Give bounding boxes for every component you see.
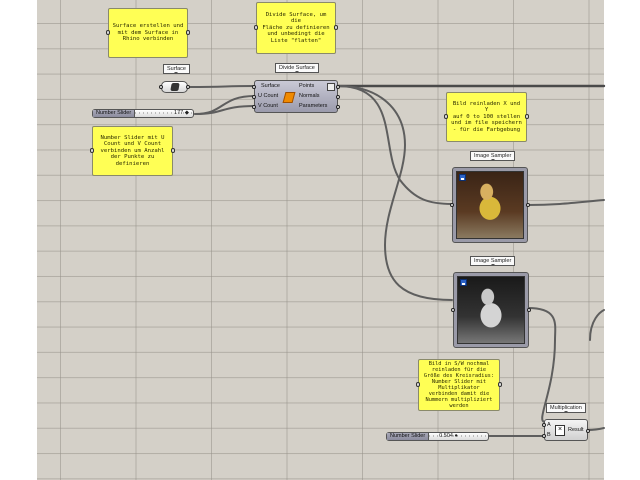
image-sampler-bw-tag: Image Sampler: [470, 256, 516, 266]
port-dot[interactable]: [586, 429, 590, 433]
save-icon[interactable]: [460, 279, 467, 286]
slider-value: 0.504: [439, 433, 453, 439]
surface-param[interactable]: [159, 81, 190, 93]
panel-input-grip[interactable]: [90, 148, 94, 153]
output-result[interactable]: Result: [568, 427, 584, 433]
slider-name: Number Slider: [93, 110, 136, 117]
port-dot[interactable]: [336, 85, 340, 89]
port-dot[interactable]: [451, 308, 455, 312]
divide-surface-tag: Divide Surface: [275, 63, 319, 73]
panel-output-grip[interactable]: [498, 382, 502, 387]
note-slider[interactable]: Number Slider mit U Count und V Count ve…: [90, 126, 175, 176]
divide-surface-component[interactable]: Surface U Count V Count Points Normals P…: [252, 80, 340, 113]
output-points[interactable]: Points: [299, 83, 315, 89]
multiply-icon: ×: [555, 425, 565, 436]
surface-icon: [170, 83, 180, 91]
note-bw[interactable]: Bild in S/W nochmal reinladen für die Gr…: [416, 359, 502, 411]
input-b[interactable]: B: [547, 432, 551, 438]
note-color[interactable]: Bild reinladen X und Y auf 0 to 100 stel…: [444, 92, 529, 142]
flatten-icon[interactable]: [327, 83, 335, 91]
panel-output-grip[interactable]: [171, 148, 175, 153]
panel-output-grip[interactable]: [334, 25, 338, 30]
port-dot[interactable]: [252, 105, 256, 109]
number-slider-multiplier[interactable]: Number Slider 0.504 ●: [386, 432, 489, 441]
port-dot[interactable]: [542, 423, 546, 427]
surface-tag: Surface: [163, 64, 190, 74]
slider-track[interactable]: 177 ◆: [135, 110, 193, 117]
multiplication-tag: Multiplication: [546, 403, 586, 413]
port-dot[interactable]: [336, 105, 340, 109]
port-dot[interactable]: [450, 203, 454, 207]
note-surface[interactable]: Surface erstellen und mit dem Surface in…: [106, 8, 190, 58]
port-dot[interactable]: [336, 95, 340, 99]
input-surface[interactable]: Surface: [261, 83, 280, 89]
number-slider-uv[interactable]: Number Slider 177 ◆: [92, 109, 194, 118]
port-dot[interactable]: [526, 203, 530, 207]
surface-output-dot[interactable]: [186, 85, 190, 89]
slider-name: Number Slider: [387, 433, 430, 440]
save-icon[interactable]: [459, 174, 466, 181]
slider-value: 177: [174, 110, 184, 116]
divide-surface-icon: [282, 92, 296, 103]
color-photo: [456, 171, 524, 239]
bw-photo: [457, 276, 525, 344]
output-normals[interactable]: Normals: [299, 93, 320, 99]
output-parameters[interactable]: Parameters: [299, 103, 328, 109]
input-u-count[interactable]: U Count: [258, 93, 279, 99]
port-dot[interactable]: [252, 95, 256, 99]
input-a[interactable]: A: [547, 422, 551, 428]
image-sampler-bw[interactable]: [451, 272, 531, 348]
input-v-count[interactable]: V Count: [258, 103, 278, 109]
image-sampler-color[interactable]: [450, 167, 530, 243]
panel-input-grip[interactable]: [416, 382, 420, 387]
port-dot[interactable]: [252, 85, 256, 89]
panel-output-grip[interactable]: [186, 30, 190, 35]
panel-input-grip[interactable]: [254, 25, 258, 30]
panel-input-grip[interactable]: [106, 30, 110, 35]
port-dot[interactable]: [527, 308, 531, 312]
port-dot[interactable]: [542, 434, 546, 438]
panel-output-grip[interactable]: [525, 114, 529, 119]
panel-input-grip[interactable]: [444, 114, 448, 119]
multiplication-component[interactable]: A B × Result: [542, 419, 590, 441]
image-sampler-color-tag: Image Sampler: [470, 151, 516, 161]
surface-input-dot[interactable]: [159, 85, 163, 89]
slider-track[interactable]: 0.504 ●: [429, 433, 488, 440]
note-divide[interactable]: Divide Surface, um die Fläche zu definie…: [254, 2, 338, 54]
